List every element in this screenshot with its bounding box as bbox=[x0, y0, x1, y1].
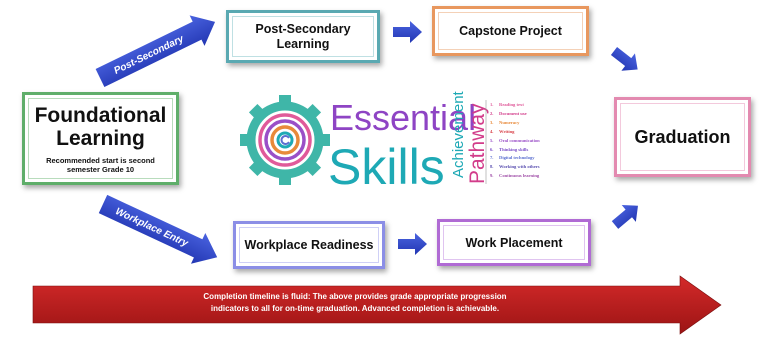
timeline-banner-arrow bbox=[32, 275, 722, 335]
skill-number: 3. bbox=[490, 119, 494, 125]
skill-number: 4. bbox=[490, 128, 494, 134]
skill-label: Thinking skills bbox=[499, 146, 529, 152]
post-secondary-line-1: Post-Secondary bbox=[255, 21, 351, 36]
essential-skills-logo: Essential Skills Achievement Pathway bbox=[240, 90, 489, 195]
arrow-readiness-to-placement bbox=[398, 233, 427, 255]
skill-item: 4. Writing bbox=[490, 128, 570, 137]
capstone-project-box: Capstone Project bbox=[432, 6, 589, 56]
post-secondary-arrow-label: Post-Secondary bbox=[112, 33, 186, 76]
skill-number: 7. bbox=[490, 155, 494, 161]
gear-icon bbox=[240, 95, 330, 185]
essential-word: Essential bbox=[330, 97, 476, 138]
foundational-title-line-1: Foundational bbox=[34, 103, 167, 127]
foundational-sub-line-1: Recommended start is second bbox=[46, 155, 155, 165]
foundational-title-line-2: Learning bbox=[56, 126, 145, 150]
arrow-postsec-to-capstone bbox=[393, 21, 422, 43]
skill-label: Reading text bbox=[499, 102, 524, 107]
skills-word: Skills bbox=[328, 139, 445, 195]
pathway-vertical: Pathway bbox=[466, 103, 489, 184]
arrow-capstone-to-graduation bbox=[610, 47, 638, 71]
skill-number: 6. bbox=[490, 146, 494, 152]
post-secondary-arrow: Post-Secondary bbox=[95, 15, 216, 87]
post-secondary-learning-box: Post-Secondary Learning bbox=[226, 10, 380, 63]
arrow-placement-to-graduation bbox=[611, 205, 638, 229]
work-placement-label: Work Placement bbox=[465, 235, 563, 250]
skill-number: 9. bbox=[490, 173, 494, 179]
skill-label: Numeracy bbox=[499, 119, 520, 125]
workplace-entry-arrow-label: Workplace Entry bbox=[114, 206, 190, 249]
banner-line-1: Completion timeline is fluid: The above … bbox=[203, 292, 507, 301]
banner-line-2: indicators to all for on-time graduation… bbox=[210, 304, 500, 313]
skill-label: Writing bbox=[499, 128, 515, 134]
workplace-entry-arrow: Workplace Entry bbox=[98, 194, 218, 264]
skill-item: 9. Continuous learning bbox=[490, 172, 570, 181]
skill-item: 7. Digital technology bbox=[490, 154, 570, 163]
capstone-label: Capstone Project bbox=[459, 24, 562, 38]
skill-label: Document use bbox=[499, 110, 527, 116]
graduation-label: Graduation bbox=[634, 126, 731, 147]
achievement-vertical: Achievement bbox=[450, 90, 467, 178]
skill-item: 1. Reading text bbox=[490, 101, 570, 110]
skill-number: 1. bbox=[490, 102, 494, 107]
skill-number: 5. bbox=[490, 137, 494, 143]
skill-item: 3. Numeracy bbox=[490, 119, 570, 128]
timeline-banner-text: Completion timeline is fluid: The above … bbox=[120, 291, 590, 315]
skill-item: 8. Working with others bbox=[490, 163, 570, 172]
graduation-box: Graduation bbox=[614, 97, 751, 177]
skill-label: Continuous learning bbox=[499, 173, 540, 179]
skill-number: 8. bbox=[490, 164, 494, 170]
skill-label: Working with others bbox=[499, 164, 540, 170]
workplace-readiness-box: Workplace Readiness bbox=[233, 221, 385, 269]
skills-list: 1. Reading text 2. Document use 3. Numeracy 4.… bbox=[490, 101, 570, 181]
post-secondary-line-2: Learning bbox=[276, 36, 330, 51]
skill-item: 2. Document use bbox=[490, 110, 570, 119]
skill-number: 2. bbox=[490, 110, 494, 116]
skill-label: Digital technology bbox=[499, 155, 535, 161]
work-placement-box: Work Placement bbox=[437, 219, 591, 266]
skill-label: Oral communication bbox=[499, 137, 540, 143]
foundational-learning-box: Foundational Learning Recommended start … bbox=[22, 92, 179, 185]
skill-item: 5. Oral communication bbox=[490, 137, 570, 146]
workplace-readiness-label: Workplace Readiness bbox=[244, 238, 374, 252]
foundational-sub-line-2: semester Grade 10 bbox=[66, 164, 135, 174]
skill-item: 6. Thinking skills bbox=[490, 146, 570, 155]
